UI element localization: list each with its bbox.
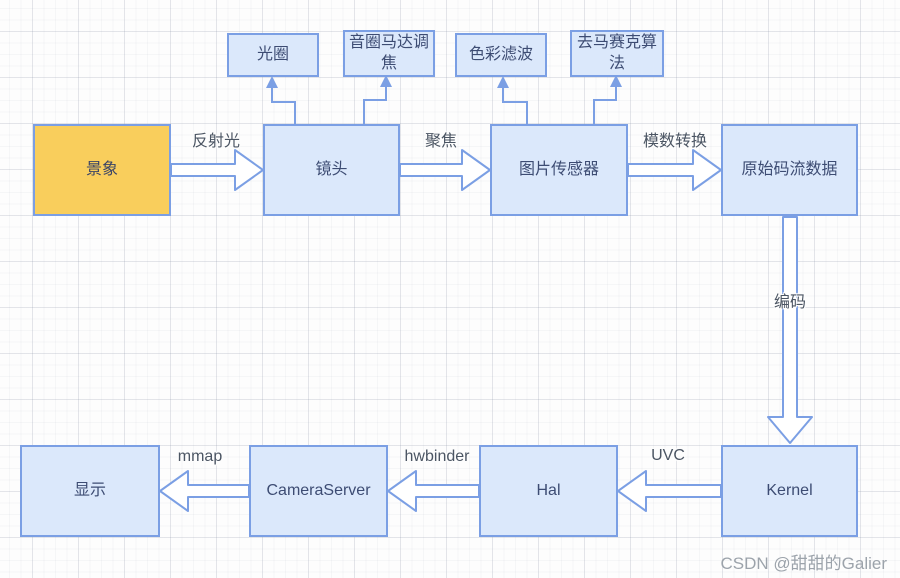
arrow-sensor-to-rawstream (627, 149, 722, 191)
node-color-filter: 色彩滤波 (455, 33, 547, 77)
edge-label-focus: 聚焦 (424, 133, 458, 150)
connector-lens-to-aperture (266, 76, 296, 124)
arrow-rawstream-to-kernel (767, 216, 813, 444)
node-demosaic: 去马赛克算法 (570, 30, 664, 77)
edge-label-reflected-light: 反射光 (191, 133, 241, 150)
node-lens: 镜头 (263, 124, 400, 216)
connector-sensor-to-demosaic (593, 75, 622, 124)
watermark: CSDN @甜甜的Galier (720, 554, 888, 573)
node-vcm-focus: 音圈马达调焦 (343, 30, 435, 77)
arrow-lens-to-sensor (399, 149, 491, 191)
node-kernel: Kernel (721, 445, 858, 537)
arrow-hal-to-cameraserver (387, 470, 480, 512)
connector-sensor-to-color-filter (497, 76, 528, 124)
connector-lens-to-vcm-focus (363, 75, 392, 124)
node-display: 显示 (20, 445, 160, 537)
edge-label-uvc: UVC (651, 447, 685, 464)
node-hal: Hal (479, 445, 618, 537)
node-scene: 景象 (33, 124, 171, 216)
edge-label-adc: 模数转换 (642, 133, 708, 150)
edge-label-mmap: mmap (177, 448, 223, 465)
edge-label-hwbinder: hwbinder (404, 448, 470, 465)
node-image-sensor: 图片传感器 (490, 124, 628, 216)
node-cameraserver: CameraServer (249, 445, 388, 537)
node-aperture: 光圈 (227, 33, 319, 77)
edge-label-encode: 编码 (773, 294, 807, 311)
arrow-kernel-to-hal (617, 470, 722, 512)
node-raw-stream: 原始码流数据 (721, 124, 858, 216)
arrow-scene-to-lens (170, 149, 264, 191)
arrow-cameraserver-to-display (159, 470, 250, 512)
